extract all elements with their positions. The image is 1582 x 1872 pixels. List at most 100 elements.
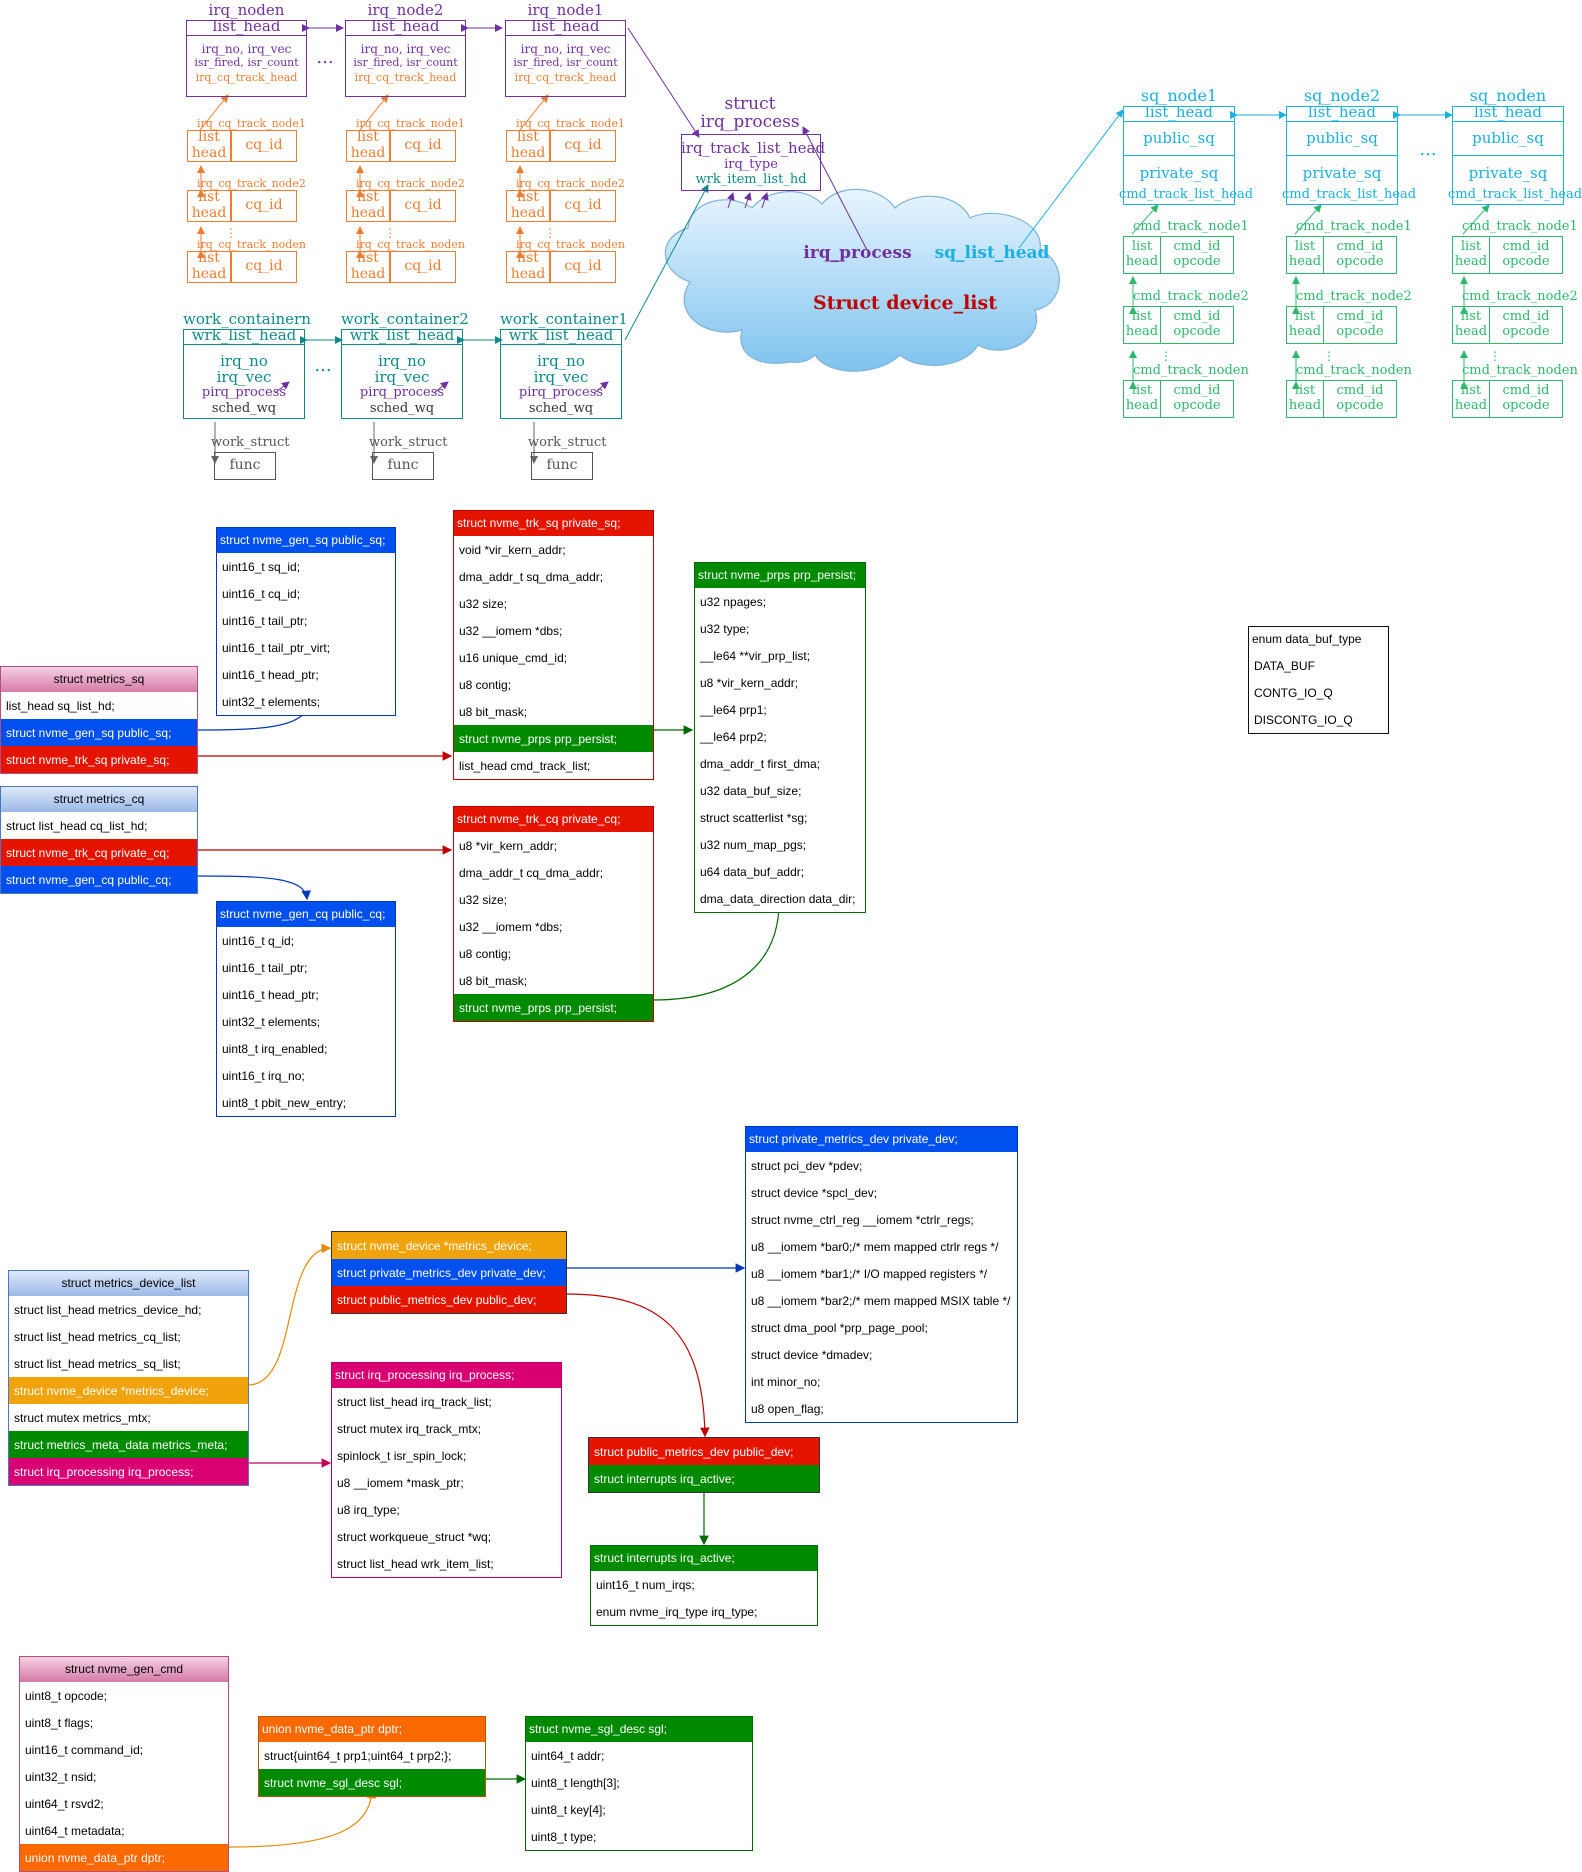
sq-node-ellipsis: ... <box>1419 139 1437 160</box>
struct-metrics-cq-title: struct metrics_cq <box>1 787 197 812</box>
struct-nvme-gen-cq-field: uint8_t irq_enabled; <box>217 1035 395 1062</box>
struct-metrics-device-list-field: struct mutex metrics_mtx; <box>9 1404 248 1431</box>
cq-track-node-label: irq_cq_track_noden <box>516 238 625 251</box>
work-container-sched-wq: sched_wq <box>369 401 435 416</box>
work-container-wrk-list-head: wrk_list_head <box>349 326 455 344</box>
cmd-track-opcode: opcode <box>1173 398 1221 413</box>
struct-interrupts-field: enum nvme_irq_type irq_type; <box>591 1598 817 1625</box>
enum-data-buf-type-field: CONTG_IO_Q <box>1249 679 1388 706</box>
irq-process-title-name: irq_process <box>700 112 800 132</box>
cmd-track-node-label: cmd_track_noden <box>1462 363 1578 378</box>
work-container-irq-no: irq_no <box>378 352 426 370</box>
cmd-track-cmd-id: cmd_id <box>1502 309 1550 324</box>
struct-nvme-sgl-desc-field: uint8_t key[4]; <box>526 1796 752 1823</box>
enum-data-buf-type-field: DATA_BUF <box>1249 652 1388 679</box>
cq-track-list-text: list <box>357 250 379 266</box>
struct-nvme-trk-sq-field: u8 bit_mask; <box>454 698 653 725</box>
work-struct-func-box <box>214 452 276 480</box>
cmd-track-ellipsis: ⋮ <box>1489 349 1501 363</box>
work-container-sched-wq: sched_wq <box>211 401 277 416</box>
struct-nvme-device-field: struct nvme_device *metrics_device; <box>332 1232 566 1259</box>
struct-irq-processing-field: struct list_head wrk_item_list; <box>332 1550 561 1577</box>
struct-nvme-gen-sq-field: uint16_t tail_ptr_virt; <box>217 634 395 661</box>
cq-track-head-text: head <box>350 266 386 282</box>
struct-nvme-trk-sq: struct nvme_trk_sq private_sq;void *vir_… <box>453 510 654 780</box>
cmd-track-opcode: opcode <box>1173 324 1221 339</box>
struct-nvme-trk-cq-field: dma_addr_t cq_dma_addr; <box>454 859 653 886</box>
struct-irq-processing: struct irq_processing irq_process;struct… <box>331 1362 562 1578</box>
struct-nvme-device: struct nvme_device *metrics_device;struc… <box>331 1231 567 1314</box>
struct-nvme-gen-cq-field: uint8_t pbit_new_entry; <box>217 1089 395 1116</box>
struct-nvme-gen-sq-field: uint16_t tail_ptr; <box>217 607 395 634</box>
struct-metrics-device-list-title: struct metrics_device_list <box>9 1271 248 1296</box>
irq-process-track-list-head: irq_track_list_head <box>681 139 826 157</box>
irq-node-isr-fields: isr_fired, isr_count <box>353 56 458 69</box>
cloud-sq-list-head: sq_list_head <box>934 243 1050 263</box>
struct-nvme-gen-cmd-field: uint8_t opcode; <box>20 1682 228 1709</box>
cmd-track-node-label: cmd_track_node2 <box>1462 289 1578 304</box>
cq-track-head-text: head <box>510 266 546 282</box>
work-container-pirq-process: pirq_process <box>518 385 604 400</box>
work-container-irq-vec: irq_vec <box>374 368 430 386</box>
cq-track-cq-id-cell <box>390 190 456 222</box>
cmd-track-node-label: cmd_track_noden <box>1296 363 1412 378</box>
sq-node-public-sq: public_sq <box>1472 129 1544 147</box>
irq-node-irq-no: irq_no, irq_vec <box>201 42 292 56</box>
struct-private-metrics-dev-field: u8 __iomem *bar2;/* mem mapped MSIX tabl… <box>746 1287 1017 1314</box>
cq-track-node-label: irq_cq_track_node2 <box>516 177 625 190</box>
struct-public-metrics-dev: struct public_metrics_dev public_dev;str… <box>588 1437 820 1493</box>
cmd-track-head-text: head <box>1288 324 1322 339</box>
cmd-track-cmd-cell <box>1160 306 1234 344</box>
struct-nvme-sgl-desc-title: struct nvme_sgl_desc sgl; <box>526 1717 752 1742</box>
sq-node-private-box <box>1123 155 1235 205</box>
enum-data-buf-type-title: enum data_buf_type <box>1249 627 1388 652</box>
work-container-ellipsis: ... <box>314 355 332 376</box>
cq-track-node-label: irq_cq_track_node1 <box>516 117 625 130</box>
work-struct-func: func <box>229 457 261 473</box>
cq-track-list-head-cell <box>187 130 231 162</box>
struct-nvme-sgl-desc-field: uint8_t length[3]; <box>526 1769 752 1796</box>
work-struct-func-box <box>531 452 593 480</box>
cmd-track-node-label: cmd_track_node2 <box>1296 289 1412 304</box>
cmd-track-opcode: opcode <box>1502 398 1550 413</box>
struct-metrics-cq-field: struct list_head cq_list_hd; <box>1 812 197 839</box>
cmd-track-list-text: list <box>1460 239 1482 254</box>
struct-nvme-gen-sq-title: struct nvme_gen_sq public_sq; <box>217 528 395 553</box>
cmd-track-cmd-cell <box>1323 306 1397 344</box>
irq-process-wrk-item-list: wrk_item_list_hd <box>695 172 807 187</box>
cmd-track-list-text: list <box>1460 383 1482 398</box>
struct-nvme-gen-sq-field: uint16_t cq_id; <box>217 580 395 607</box>
irq-node-title: irq_node1 <box>527 1 604 19</box>
cq-track-list-head-cell <box>187 190 231 222</box>
struct-nvme-gen-cq-field: uint16_t tail_ptr; <box>217 954 395 981</box>
work-container-irq-vec: irq_vec <box>216 368 272 386</box>
struct-interrupts-field: uint16_t num_irqs; <box>591 1571 817 1598</box>
cmd-track-cmd-cell <box>1489 380 1563 418</box>
cmd-track-list-text: list <box>1294 309 1316 324</box>
struct-nvme-gen-cmd-title: struct nvme_gen_cmd <box>20 1657 228 1682</box>
struct-interrupts-title: struct interrupts irq_active; <box>591 1546 817 1571</box>
cmd-track-cmd-cell <box>1160 236 1234 274</box>
cq-track-cq-id-text: cq_id <box>245 137 283 153</box>
cq-track-cq-id-text: cq_id <box>245 197 283 213</box>
struct-nvme-sgl-desc: struct nvme_sgl_desc sgl;uint64_t addr;u… <box>525 1716 753 1851</box>
cq-track-node-label: irq_cq_track_node2 <box>356 177 465 190</box>
cq-track-list-text: list <box>357 189 379 205</box>
struct-nvme-gen-sq-field: uint32_t elements; <box>217 688 395 715</box>
struct-nvme-trk-sq-field: u16 unique_cmd_id; <box>454 644 653 671</box>
cq-track-list-head-cell <box>506 130 550 162</box>
struct-nvme-device-field: struct public_metrics_dev public_dev; <box>332 1286 566 1313</box>
struct-irq-processing-field: u8 irq_type; <box>332 1496 561 1523</box>
irq-process-title-struct: struct <box>724 94 776 114</box>
cq-track-cq-id-text: cq_id <box>404 258 442 274</box>
cq-track-cq-id-cell <box>231 130 297 162</box>
irq-node-title: irq_node2 <box>367 1 444 19</box>
struct-irq-processing-field: u8 __iomem *mask_ptr; <box>332 1469 561 1496</box>
cmd-track-list-text: list <box>1131 309 1153 324</box>
sq-node-private-box <box>1452 155 1564 205</box>
cmd-track-head-text: head <box>1454 254 1488 269</box>
work-container-irq-no: irq_no <box>220 352 268 370</box>
sq-node-cmd-track-list-head: cmd_track_list_head <box>1282 187 1417 202</box>
struct-nvme-prps: struct nvme_prps prp_persist;u32 npages;… <box>694 562 866 913</box>
